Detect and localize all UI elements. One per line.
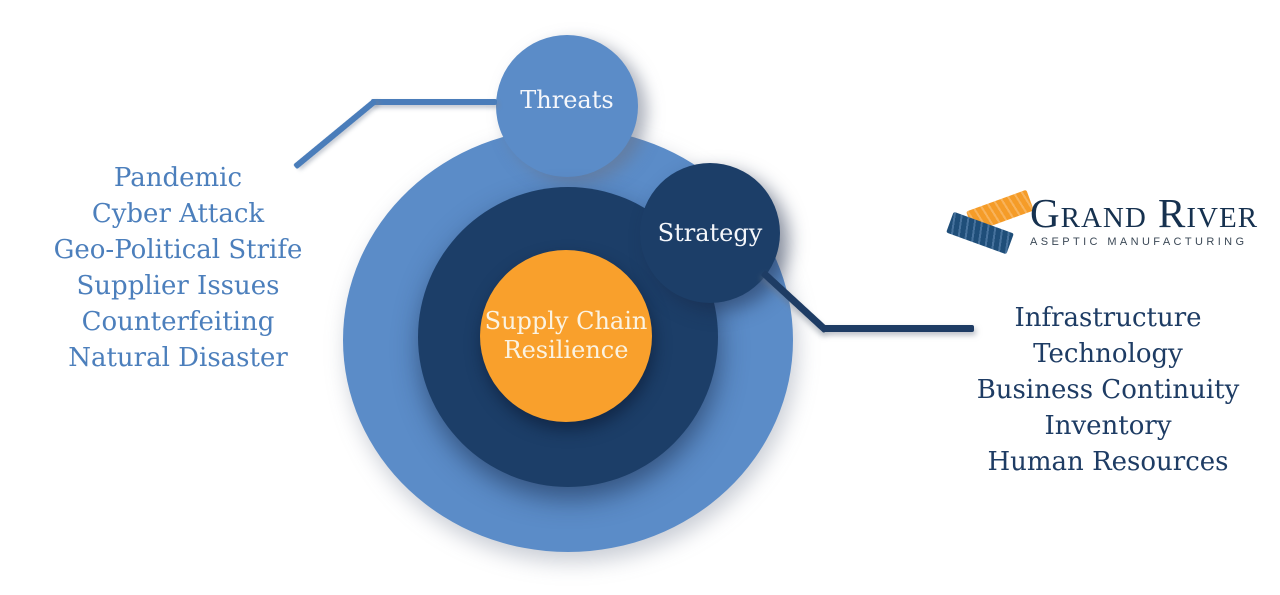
grand-river-logo: Grand River ASEPTIC MANUFACTURING [946, 189, 1276, 255]
threat-item: Natural Disaster [68, 343, 288, 373]
strategy-item: Infrastructure [1014, 303, 1202, 333]
center-circle-label: Supply Chain Resilience [484, 307, 648, 364]
strategy-item: Business Continuity [976, 375, 1240, 405]
threats-list: Pandemic Cyber Attack Geo-Political Stri… [38, 160, 318, 376]
threat-item: Geo-Political Strife [53, 235, 303, 265]
strategies-list: Infrastructure Technology Business Conti… [968, 300, 1248, 480]
strategy-item: Technology [1033, 339, 1183, 369]
center-circle: Supply Chain Resilience [480, 250, 652, 422]
threat-item: Counterfeiting [81, 307, 275, 337]
logo-tagline: ASEPTIC MANUFACTURING [1030, 236, 1248, 248]
strategy-circle: Strategy [640, 163, 780, 303]
threat-item: Supplier Issues [76, 271, 280, 301]
logo-text-block: Grand River ASEPTIC MANUFACTURING [1030, 192, 1276, 248]
threats-connector-diagonal-line [293, 98, 378, 170]
threats-connector-horizontal-line [371, 99, 497, 105]
strategy-item: Human Resources [987, 447, 1229, 477]
grand-river-logo-mark-icon [946, 189, 1040, 255]
threat-item: Pandemic [113, 163, 243, 193]
strategy-circle-label: Strategy [657, 219, 763, 247]
strategy-item: Inventory [1044, 411, 1172, 441]
threats-circle: Threats [496, 35, 638, 177]
strategy-connector-horizontal-line [822, 325, 974, 332]
threats-circle-label: Threats [520, 86, 614, 114]
logo-company-name: Grand River [1030, 190, 1259, 236]
threat-item: Cyber Attack [91, 199, 265, 229]
